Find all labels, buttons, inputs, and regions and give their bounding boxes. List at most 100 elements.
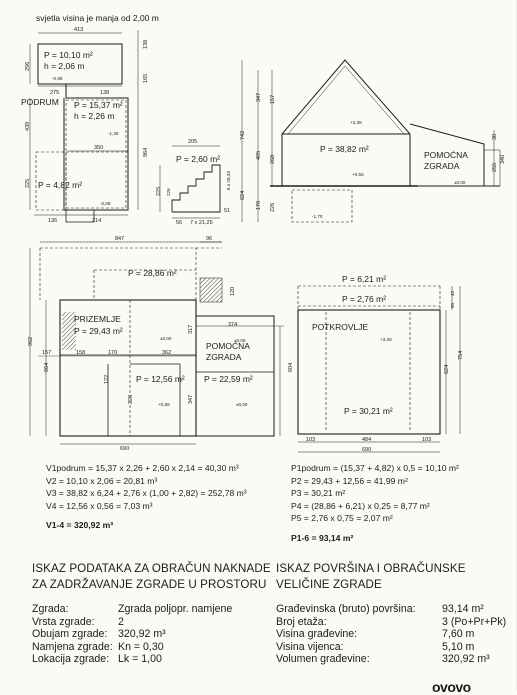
svg-text:205: 205 (188, 139, 197, 145)
ground-small-area: P = 12,56 m² (136, 374, 185, 384)
svg-text:-0,95: -0,95 (52, 76, 63, 81)
stair-labels: 205 P = 2,60 m² 225 56 7 x 21,25 51 6 x … (156, 139, 231, 226)
svg-text:40: 40 (450, 290, 455, 296)
ground-annex-area: P = 22,59 m² (204, 374, 253, 384)
svg-text:413: 413 (74, 27, 83, 33)
svg-text:+0,56: +0,56 (158, 402, 170, 407)
area-line: P3 = 30,21 m² (291, 488, 346, 499)
info-row: Lokacija zgrade:Lk = 1,00 (32, 653, 162, 666)
svg-text:226: 226 (270, 203, 276, 212)
svg-text:30: 30 (492, 134, 498, 140)
svg-text:158: 158 (76, 350, 85, 356)
info-row: Volumen građevine:320,92 m³ (276, 653, 490, 666)
svg-text:268: 268 (270, 155, 276, 164)
area-line: P2 = 29,43 + 12,56 = 41,99 m² (291, 475, 408, 486)
stair-section (159, 145, 221, 219)
svg-text:964: 964 (143, 148, 149, 157)
svg-text:495: 495 (256, 151, 262, 160)
svg-text:157: 157 (42, 350, 51, 356)
info-row: Obujam zgrade:320,92 m³ (32, 628, 166, 641)
svg-text:±0,00: ±0,00 (454, 180, 466, 185)
svg-text:51: 51 (224, 208, 230, 214)
svg-text:374: 374 (228, 322, 237, 328)
svg-text:90: 90 (450, 302, 455, 308)
volume-line: V1podrum = 15,37 x 2,26 + 2,60 x 2,14 = … (46, 463, 239, 473)
ground-main-area: P = 29,43 m² (74, 326, 123, 336)
info-row: Građevinska (bruto) površina:93,14 m² (276, 603, 484, 615)
svg-text:165: 165 (143, 74, 149, 83)
svg-text:754: 754 (458, 351, 464, 360)
svg-text:170: 170 (256, 201, 262, 210)
volume-line: V2 = 10,10 x 2,06 = 20,81 m³ (46, 475, 158, 486)
svg-text:624: 624 (240, 191, 246, 200)
cellar-room-label: PODRUM (21, 97, 59, 107)
ground-floor-plan (29, 241, 284, 445)
svg-text:56: 56 (176, 220, 182, 226)
info-row: Zgrada:Zgrada poljopr. namjene (32, 603, 233, 615)
svg-text:7 x 21,25: 7 x 21,25 (190, 220, 213, 226)
svg-text:-1,25: -1,25 (108, 131, 119, 136)
info-row: Namjena zgrade:Kn = 0,30 (32, 640, 164, 653)
svg-text:317: 317 (188, 325, 194, 334)
attic-room-label: POTKROVLJE (312, 322, 369, 332)
svg-text:±0,00: ±0,00 (234, 338, 246, 343)
section-area: P = 38,82 m² (320, 144, 369, 154)
svg-text:962: 962 (28, 337, 34, 346)
svg-text:847: 847 (115, 236, 124, 242)
area-line: P4 = (28,86 + 6,21) x 0,25 = 8,77 m² (291, 500, 430, 511)
svg-text:362: 362 (162, 350, 171, 356)
svg-text:±0,00: ±0,00 (236, 402, 248, 407)
area-calculations: P1podrum = (15,37 + 4,82) x 0,5 = 10,10 … (291, 462, 459, 545)
svg-text:347: 347 (188, 395, 194, 404)
left-section-heading: ISKAZ PODATAKA ZA OBRAČUN NAKNADE ZA ZAD… (32, 562, 271, 591)
svg-text:103: 103 (306, 437, 315, 443)
svg-text:170: 170 (108, 350, 117, 356)
svg-text:214: 214 (92, 218, 101, 224)
area-line: P1podrum = (15,37 + 4,82) x 0,5 = 10,10 … (291, 463, 459, 473)
attic-area-top: P = 6,21 m² (342, 274, 386, 284)
svg-text:122: 122 (104, 375, 110, 384)
svg-text:138: 138 (100, 90, 109, 96)
cellar-plan: svjetla visina je manja od 2,00 m (29, 13, 159, 223)
svg-text:624: 624 (444, 365, 450, 374)
right-section-heading: ISKAZ POVRŠINA I OBRAČUNSKE VELIČINE ZGR… (276, 562, 466, 591)
svg-text:604: 604 (288, 363, 294, 372)
ground-room-label: PRIZEMLJE (74, 314, 121, 324)
info-row: Visina vijenca:5,10 m (276, 640, 475, 653)
svg-text:103: 103 (422, 437, 431, 443)
svg-text:-2,06: -2,06 (100, 201, 111, 206)
svg-text:136: 136 (48, 218, 57, 224)
svg-text:340: 340 (500, 155, 506, 164)
svg-text:690: 690 (362, 447, 371, 453)
svg-text:225: 225 (156, 187, 162, 196)
section-annex-label-1: POMOĆNA (424, 150, 468, 160)
svg-text:664: 664 (44, 363, 50, 372)
building-section (241, 59, 501, 223)
svg-text:225: 225 (25, 179, 31, 188)
info-row: Broj etaža:3 (Po+Pr+Pk) (276, 615, 507, 628)
technical-drawings: svjetla visina je manja od 2,00 m 413 P … (21, 13, 506, 453)
attic-area-mid: P = 2,76 m² (342, 294, 386, 304)
ground-labels: 847 96 P = 28,86 m² PRIZEMLJE P = 29,43 … (28, 236, 294, 452)
svg-text:120: 120 (230, 287, 236, 296)
cellar-main-area: P = 15,37 m² (74, 100, 123, 110)
svg-text:690: 690 (120, 446, 129, 452)
area-line: P5 = 2,76 x 0,75 = 2,07 m² (291, 513, 393, 524)
attic-labels: P = 6,21 m² P = 2,76 m² POTKROVLJE +3,38… (306, 274, 464, 453)
building-area-data: Građevinska (bruto) površina:93,14 m² Br… (276, 603, 506, 666)
svg-text:-1,70: -1,70 (312, 214, 323, 219)
svg-text:157: 157 (270, 95, 276, 104)
svg-text:138: 138 (143, 40, 149, 49)
svg-text:+3,38: +3,38 (380, 337, 392, 342)
ground-annex-label-2: ZGRADA (206, 352, 242, 362)
svg-text:±0,00: ±0,00 (160, 336, 172, 341)
building-fee-data: Zgrada:Zgrada poljopr. namjene Vrsta zgr… (32, 603, 232, 666)
cellar-main-height: h = 2,26 m (74, 111, 114, 121)
svg-text:+3,38: +3,38 (350, 120, 362, 125)
attic-main-area: P = 30,21 m² (344, 406, 393, 416)
svg-text:+0,56: +0,56 (352, 172, 364, 177)
svg-text:484: 484 (362, 437, 371, 443)
cellar-lower-area: P = 4,82 m² (38, 180, 82, 190)
volume-calculations: V1podrum = 15,37 x 2,26 + 2,60 x 2,14 = … (46, 462, 247, 532)
svg-text:275: 275 (50, 90, 59, 96)
